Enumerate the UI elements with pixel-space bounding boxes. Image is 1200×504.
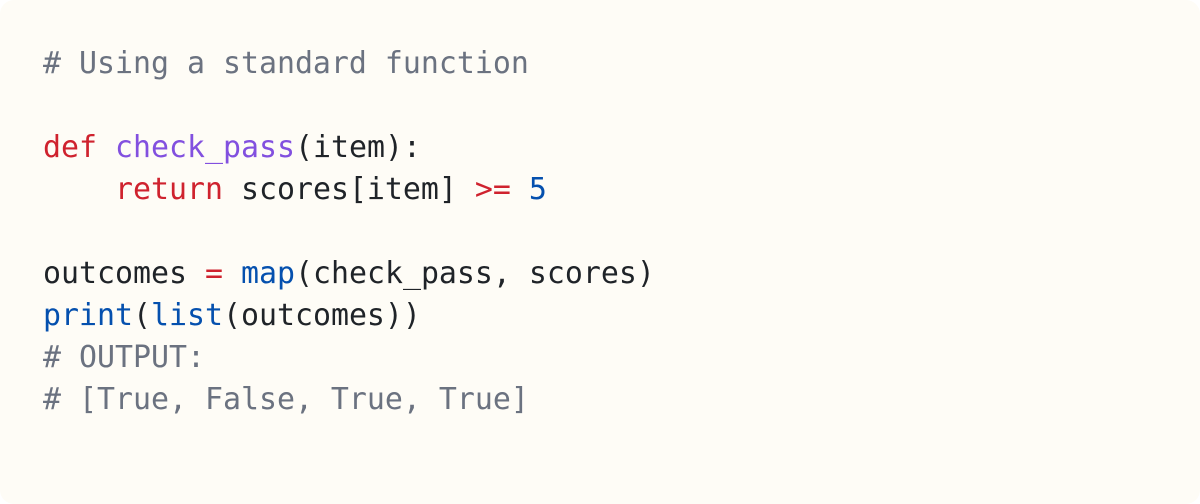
builtin-list: list	[150, 298, 223, 333]
space	[97, 130, 115, 165]
variable: outcomes	[43, 256, 205, 291]
function-name: check_pass	[115, 130, 295, 165]
space	[511, 172, 529, 207]
comment: # Using a standard function	[43, 46, 529, 81]
code-block: # Using a standard function def check_pas…	[43, 43, 655, 421]
keyword-def: def	[43, 130, 97, 165]
expression: scores[item]	[222, 172, 475, 207]
call-args: (outcomes))	[222, 298, 421, 333]
number-literal: 5	[528, 172, 547, 207]
space	[223, 256, 241, 291]
builtin-map: map	[240, 256, 295, 291]
keyword-return: return	[114, 172, 223, 207]
indent	[43, 172, 115, 207]
code-line-2-blank	[43, 85, 655, 127]
code-line-8: # OUTPUT:	[43, 337, 655, 379]
code-line-9: # [True, False, True, True]	[43, 379, 655, 421]
code-line-1: # Using a standard function	[43, 43, 655, 85]
assign-operator: =	[204, 256, 223, 291]
comment: # [True, False, True, True]	[43, 382, 529, 417]
code-line-5-blank	[43, 211, 655, 253]
code-line-4: return scores[item] >= 5	[43, 169, 655, 211]
call-args: (check_pass, scores)	[294, 256, 655, 291]
code-line-7: print(list(outcomes))	[43, 295, 655, 337]
operator: >=	[474, 172, 511, 207]
params: (item):	[294, 130, 421, 165]
code-line-6: outcomes = map(check_pass, scores)	[43, 253, 655, 295]
code-line-3: def check_pass(item):	[43, 127, 655, 169]
comment: # OUTPUT:	[43, 340, 205, 375]
paren: (	[132, 298, 151, 333]
builtin-print: print	[43, 298, 133, 333]
